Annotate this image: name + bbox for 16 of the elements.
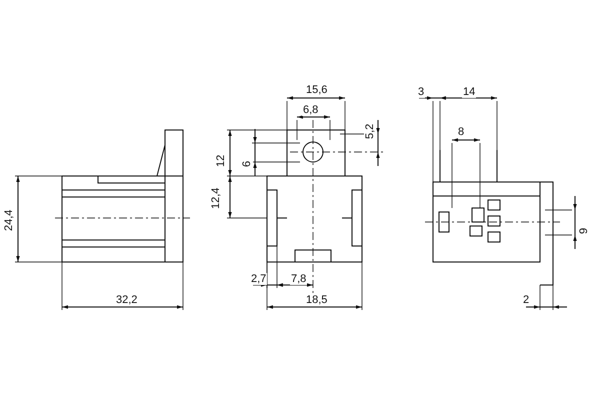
- dimension-label: 14: [462, 86, 476, 98]
- dimension-label: 32,2: [115, 294, 138, 306]
- dimension-label: 7,8: [290, 273, 308, 285]
- dimension-label: 9: [578, 226, 590, 235]
- dimension-label: 24,4: [3, 208, 15, 232]
- dimension-label: 8: [457, 126, 466, 138]
- dimension-label: 5,2: [364, 122, 376, 140]
- dimension-label: 6,8: [302, 104, 320, 116]
- dimension-label: 12,4: [210, 186, 222, 210]
- dimension-label: 2,7: [250, 273, 268, 285]
- dimension-label: 18,5: [305, 294, 328, 306]
- dimension-label: 12: [215, 154, 227, 168]
- dimension-label: 6: [241, 160, 253, 168]
- dimension-label: 15,6: [305, 84, 328, 96]
- dimension-label: 2: [522, 294, 530, 306]
- dimension-label: 3: [417, 86, 426, 98]
